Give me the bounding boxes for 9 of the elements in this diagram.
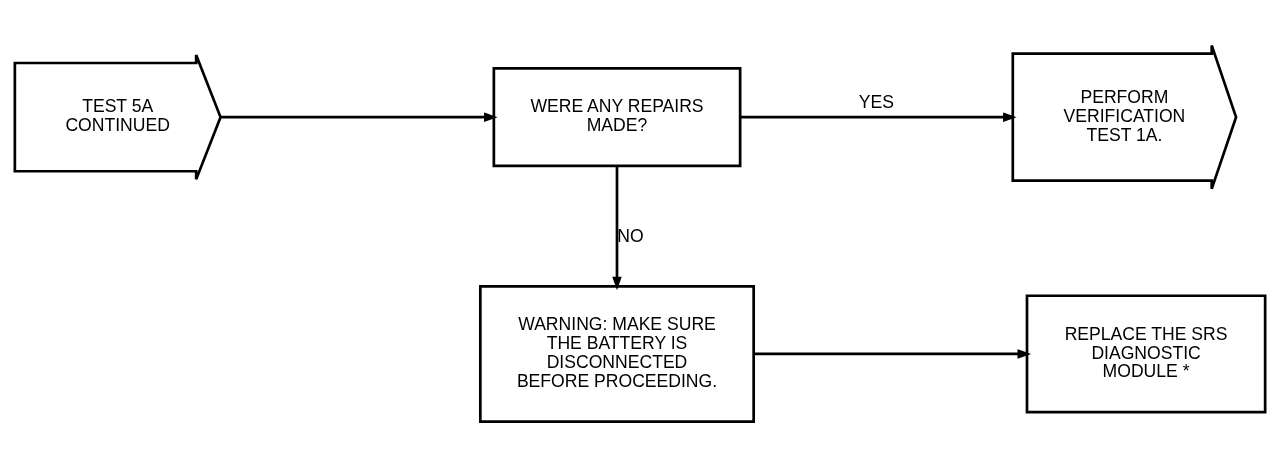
arrow [612, 165, 622, 290]
arrow [220, 111, 498, 122]
node-box: REPLACE THE SRS DIAGNOSTIC MODULE * [1025, 293, 1267, 413]
node-box: WARNING: MAKE SURE THE BATTERY IS DISCONNECTED BEFORE PROCEEDING. [478, 284, 755, 423]
arrow [753, 348, 1032, 359]
edge-label: YES [858, 91, 895, 112]
edge-label: NO [617, 225, 644, 246]
arrow [740, 111, 1017, 122]
node-box: WERE ANY REPAIRS MADE? [492, 66, 742, 167]
